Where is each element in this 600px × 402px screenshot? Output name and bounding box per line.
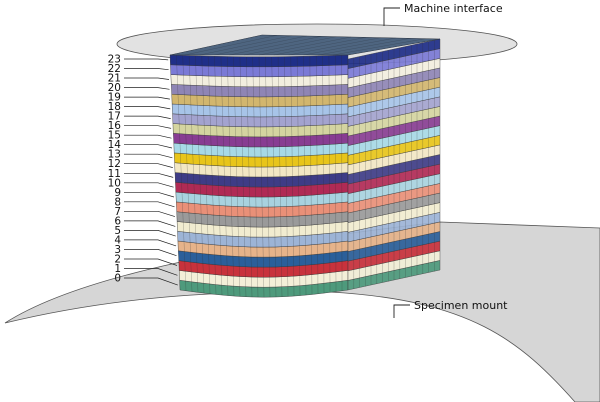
top-mesh-lines (184, 35, 426, 56)
specimen-mount-leader (393, 304, 410, 318)
layer-leader-line (124, 220, 176, 227)
layer-label: 14 (108, 139, 122, 151)
layer-leader-line (124, 77, 170, 80)
layer-label: 1 (114, 263, 121, 275)
machine-interface-label: Machine interface (404, 2, 503, 15)
layer-leader-line (124, 191, 175, 198)
front-mesh-line (182, 55, 193, 292)
front-mesh-line (195, 55, 205, 294)
front-mesh-line (239, 56, 247, 297)
top-mesh-line (288, 37, 381, 56)
layer-label: 3 (114, 244, 121, 256)
machine-interface-leader (383, 7, 400, 26)
layer-leader-line (124, 172, 174, 178)
top-mesh-line (303, 37, 396, 56)
layer-leader-line (124, 125, 172, 129)
layer-label: 7 (114, 206, 121, 218)
top-mesh-line (333, 38, 426, 56)
layer-label: 17 (108, 111, 121, 123)
front-mesh-line (271, 56, 277, 298)
layer-leader-line (124, 134, 172, 139)
layer-leader-line (124, 258, 178, 266)
front-mesh-line (265, 56, 271, 298)
front-mesh-line (290, 56, 295, 297)
front-mesh-line (322, 55, 325, 294)
layer-label: 0 (114, 273, 121, 285)
layer-label: 6 (114, 215, 121, 227)
front-mesh-line (227, 56, 235, 297)
layer-label: 20 (108, 82, 121, 94)
layer-leader-line (124, 239, 177, 247)
layer-label: 18 (108, 101, 121, 113)
top-mesh-line (244, 36, 337, 56)
front-mesh-line (309, 56, 313, 295)
layer-leader-line (124, 68, 169, 71)
top-mesh-line (318, 38, 411, 56)
layer-label: 19 (108, 92, 121, 104)
front-mesh-line (252, 56, 259, 298)
front-mesh-line (176, 55, 187, 291)
layer-leader-line (124, 277, 178, 286)
front-mesh-line (214, 56, 223, 296)
top-mesh-line (258, 36, 352, 56)
machine-interface-annotation: Machine interface (383, 2, 503, 26)
top-mesh-line (214, 35, 307, 56)
specimen-mount-annotation: Specimen mount (393, 299, 508, 318)
front-mesh-line (258, 56, 265, 298)
layer-leader-line (124, 87, 170, 90)
layer-label: 8 (114, 196, 121, 208)
layer-leader-line (124, 153, 173, 159)
layer-leader-line (124, 58, 169, 61)
front-mesh-line (303, 56, 307, 296)
layer-label: 21 (108, 73, 121, 85)
front-mesh-lines (176, 55, 343, 298)
layer-leader-line (124, 163, 173, 168)
front-mesh-line (316, 55, 319, 294)
layer-label: 4 (114, 234, 121, 246)
front-mesh-line (284, 56, 289, 297)
front-mesh-line (328, 55, 331, 293)
layer-leader-line (124, 268, 178, 276)
layer-leader-line (124, 249, 177, 257)
front-mesh-line (335, 55, 337, 292)
layer-label: 10 (108, 177, 121, 189)
top-mesh-line (273, 37, 366, 56)
layer-leader-line (124, 106, 171, 110)
layer-label: 5 (114, 225, 121, 237)
layer-label: 2 (114, 254, 121, 266)
layer-label: 9 (114, 187, 121, 199)
top-mesh-line (199, 35, 292, 56)
front-mesh-line (277, 56, 283, 297)
layer-leader-line (124, 182, 174, 188)
layer-leader-line (124, 201, 175, 208)
layer-label: 13 (108, 149, 121, 161)
layer-leader-line (124, 96, 170, 100)
layer-label: 12 (108, 158, 121, 170)
layer-label: 23 (108, 54, 121, 66)
layer-label: 11 (108, 168, 121, 180)
front-mesh-line (296, 56, 301, 296)
front-mesh-line (246, 56, 253, 298)
specimen-mount-surface (4, 221, 600, 402)
layer-leader-line (124, 115, 171, 119)
side-mesh-lines (353, 40, 435, 289)
front-mesh-line (188, 55, 199, 293)
layer-label: 16 (108, 120, 122, 132)
specimen-mount-label: Specimen mount (414, 299, 508, 312)
top-mesh-line (184, 35, 277, 56)
front-mesh-line (220, 56, 229, 296)
layer-label: 22 (108, 63, 121, 75)
top-mesh-line (229, 36, 322, 56)
front-mesh-line (207, 56, 217, 295)
layer-label: 15 (108, 130, 121, 142)
layer-leader-line (124, 230, 176, 237)
layer-leader-line (124, 144, 173, 149)
front-mesh-line (233, 56, 241, 297)
layer-leader-line (124, 210, 176, 217)
front-mesh-line (201, 55, 211, 294)
